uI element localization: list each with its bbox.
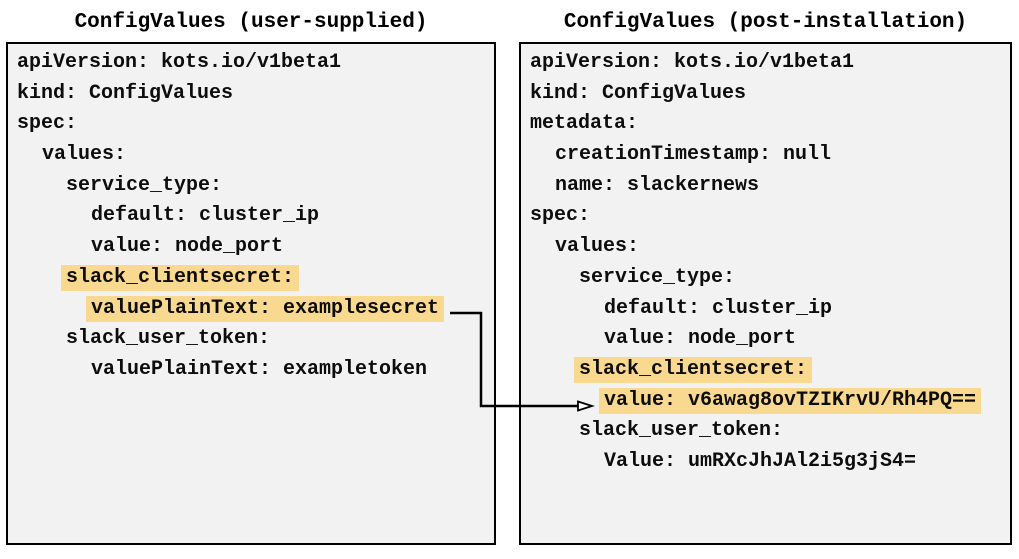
yaml-line: kind: ConfigValues bbox=[521, 79, 1010, 110]
yaml-line: spec: bbox=[8, 109, 494, 140]
yaml-text: spec: bbox=[530, 204, 591, 228]
yaml-text: value: node_port bbox=[91, 235, 284, 259]
yaml-text: default: cluster_ip bbox=[91, 204, 320, 228]
yaml-text: slack_user_token: bbox=[66, 327, 271, 351]
post-installation-panel-title: ConfigValues (post-installation) bbox=[563, 11, 968, 34]
yaml-text: values: bbox=[42, 143, 127, 167]
yaml-line: values: bbox=[521, 232, 1010, 263]
yaml-line: value: node_port bbox=[521, 324, 1010, 355]
yaml-text: kind: ConfigValues bbox=[530, 81, 747, 105]
yaml-text: default: cluster_ip bbox=[604, 296, 833, 320]
yaml-line: apiVersion: kots.io/v1beta1 bbox=[521, 48, 1010, 79]
yaml-line: slack_clientsecret: bbox=[521, 355, 1010, 386]
yaml-text: apiVersion: kots.io/v1beta1 bbox=[530, 51, 855, 74]
yaml-line: default: cluster_ip bbox=[8, 201, 494, 232]
yaml-line: metadata: bbox=[521, 109, 1010, 140]
user-supplied-panel-title: ConfigValues (user-supplied) bbox=[74, 11, 428, 34]
yaml-text: name: slackernews bbox=[555, 173, 760, 197]
yaml-text: valuePlainText: exampletoken bbox=[91, 357, 428, 381]
yaml-text: service_type: bbox=[579, 265, 736, 289]
yaml-line: slack_clientsecret: bbox=[8, 263, 494, 294]
yaml-text: Value: umRXcJhJAl2i5g3jS4= bbox=[604, 449, 917, 473]
yaml-line: slack_user_token: bbox=[521, 416, 1010, 447]
yaml-line: creationTimestamp: null bbox=[521, 140, 1010, 171]
yaml-line: values: bbox=[8, 140, 494, 171]
config-values-post-installation-panel: apiVersion: kots.io/v1beta1 kind: ConfigV… bbox=[519, 42, 1012, 545]
yaml-line: kind: ConfigValues bbox=[8, 79, 494, 110]
yaml-text: kind: ConfigValues bbox=[17, 81, 234, 105]
yaml-text: metadata: bbox=[530, 112, 639, 136]
yaml-line: name: slackernews bbox=[521, 171, 1010, 202]
yaml-text: creationTimestamp: null bbox=[555, 143, 832, 167]
yaml-line: service_type: bbox=[521, 263, 1010, 294]
highlighted-yaml-text: value: v6awag8ovTZIKrvU/Rh4PQ== bbox=[599, 387, 982, 414]
yaml-text: service_type: bbox=[66, 173, 223, 197]
yaml-line: valuePlainText: exampletoken bbox=[8, 355, 494, 386]
yaml-line: service_type: bbox=[8, 171, 494, 202]
post-installation-yaml-code: apiVersion: kots.io/v1beta1 kind: ConfigV… bbox=[521, 44, 1010, 478]
highlighted-yaml-text: slack_clientsecret: bbox=[574, 356, 813, 383]
yaml-text: slack_user_token: bbox=[579, 419, 784, 443]
yaml-text: spec: bbox=[17, 112, 78, 136]
yaml-text: value: node_port bbox=[604, 327, 797, 351]
yaml-line: slack_user_token: bbox=[8, 324, 494, 355]
yaml-text: apiVersion: kots.io/v1beta1 bbox=[17, 51, 342, 74]
yaml-line: value: node_port bbox=[8, 232, 494, 263]
yaml-text: values: bbox=[555, 235, 640, 259]
yaml-line: valuePlainText: examplesecret bbox=[8, 294, 494, 325]
highlighted-yaml-text: valuePlainText: examplesecret bbox=[86, 295, 445, 322]
yaml-line: value: v6awag8ovTZIKrvU/Rh4PQ== bbox=[521, 386, 1010, 417]
yaml-line: spec: bbox=[521, 201, 1010, 232]
highlighted-yaml-text: slack_clientsecret: bbox=[61, 264, 300, 291]
yaml-line: apiVersion: kots.io/v1beta1 bbox=[8, 48, 494, 79]
yaml-line: default: cluster_ip bbox=[521, 294, 1010, 325]
yaml-line: Value: umRXcJhJAl2i5g3jS4= bbox=[521, 447, 1010, 478]
user-supplied-yaml-code: apiVersion: kots.io/v1beta1 kind: ConfigV… bbox=[8, 44, 494, 386]
config-values-user-supplied-panel: apiVersion: kots.io/v1beta1 kind: ConfigV… bbox=[6, 42, 496, 545]
